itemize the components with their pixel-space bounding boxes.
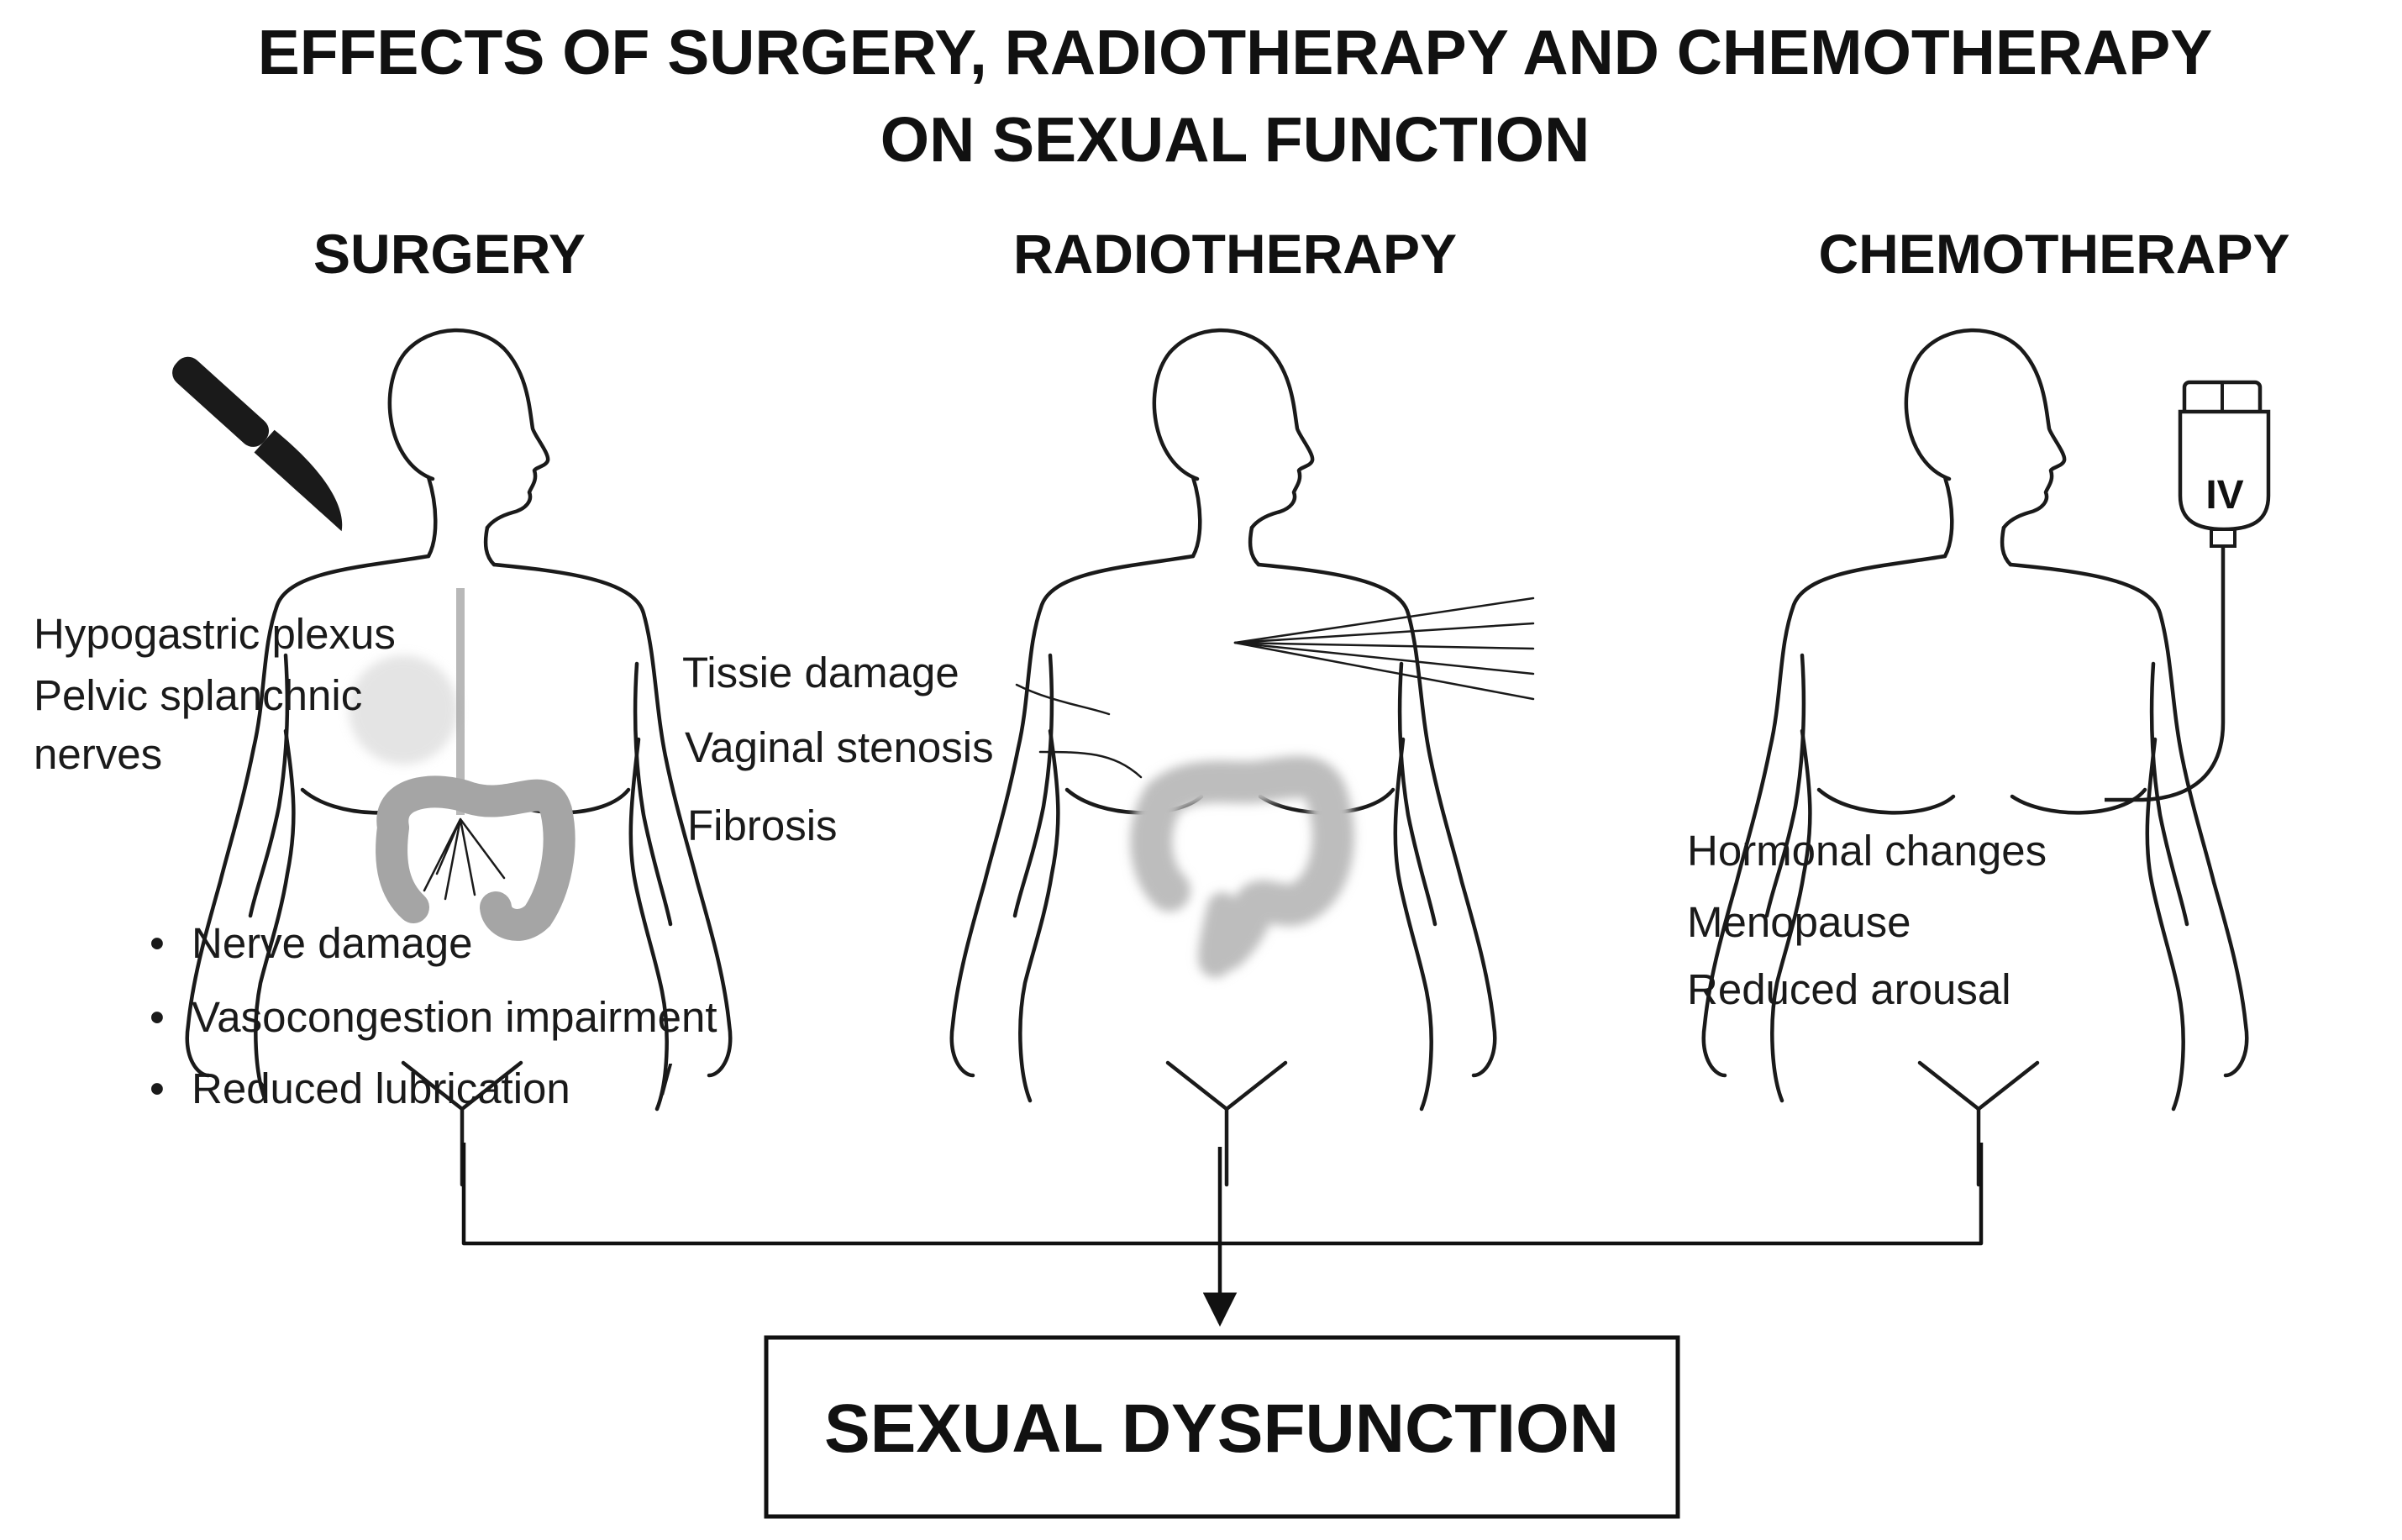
surgery-bullet-2: Vasocongestion impairment xyxy=(192,993,717,1041)
radiotherapy-label-2: Vaginal stenosis xyxy=(685,723,994,771)
nerve-plexus-highlight xyxy=(349,655,458,765)
radiotherapy-column: RADIOTHERAPY Tissie damage Vaginal steno… xyxy=(682,223,1535,1185)
flow-connector xyxy=(461,1143,1984,1327)
chemotherapy-heading: CHEMOTHERAPY xyxy=(1818,223,2289,285)
stray-mark: / xyxy=(660,1056,673,1104)
intestine-illustration xyxy=(376,775,576,941)
leader-line xyxy=(1015,683,1111,716)
bullet-symbol: • xyxy=(150,919,165,967)
iv-bag-icon: IV xyxy=(2105,380,2271,802)
colon-illustration xyxy=(1130,755,1354,978)
surgery-nerve-label-3: nerves xyxy=(34,730,162,778)
radiotherapy-label-1: Tissie damage xyxy=(682,649,959,696)
radiotherapy-body-figure xyxy=(952,330,1495,1185)
chemotherapy-body-figure xyxy=(1704,330,2247,1185)
surgery-bullet-1: Nerve damage xyxy=(192,919,473,967)
chemotherapy-column: CHEMOTHERAPY IV Hormonal changes Menopau… xyxy=(1687,223,2290,1185)
diagram-title-line-1: EFFECTS OF SURGERY, RADIOTHERAPY AND CHE… xyxy=(258,17,2213,87)
iv-tube xyxy=(2105,546,2226,802)
leader-line xyxy=(1038,750,1143,779)
iv-label: IV xyxy=(2205,473,2243,518)
surgery-column: SURGERY Hypogastric plexus Pelvic splanc… xyxy=(34,223,730,1185)
scalpel-icon xyxy=(172,356,343,532)
outcome-label: SEXUAL DYSFUNCTION xyxy=(824,1390,1619,1467)
surgery-bullet-3: Reduced lubrication xyxy=(192,1064,570,1112)
radiation-beam-icon xyxy=(1233,597,1535,701)
radiotherapy-label-3: Fibrosis xyxy=(687,802,838,849)
chemotherapy-label-3: Reduced arousal xyxy=(1687,965,2011,1013)
surgery-bullet-list: • Nerve damage • Vasocongestion impairme… xyxy=(150,919,717,1112)
chemotherapy-label-2: Menopause xyxy=(1687,898,1911,946)
bullet-symbol: • xyxy=(150,1064,165,1112)
surgery-nerve-label-1: Hypogastric plexus xyxy=(34,610,396,658)
outcome-box: SEXUAL DYSFUNCTION xyxy=(764,1335,1680,1519)
radiotherapy-heading: RADIOTHERAPY xyxy=(1013,223,1457,285)
bullet-symbol: • xyxy=(150,993,165,1041)
diagram-title-line-2: ON SEXUAL FUNCTION xyxy=(880,104,1590,175)
surgery-heading: SURGERY xyxy=(313,223,586,285)
surgery-nerve-label-2: Pelvic splanchnic xyxy=(34,671,362,719)
chemotherapy-label-1: Hormonal changes xyxy=(1687,827,2047,875)
